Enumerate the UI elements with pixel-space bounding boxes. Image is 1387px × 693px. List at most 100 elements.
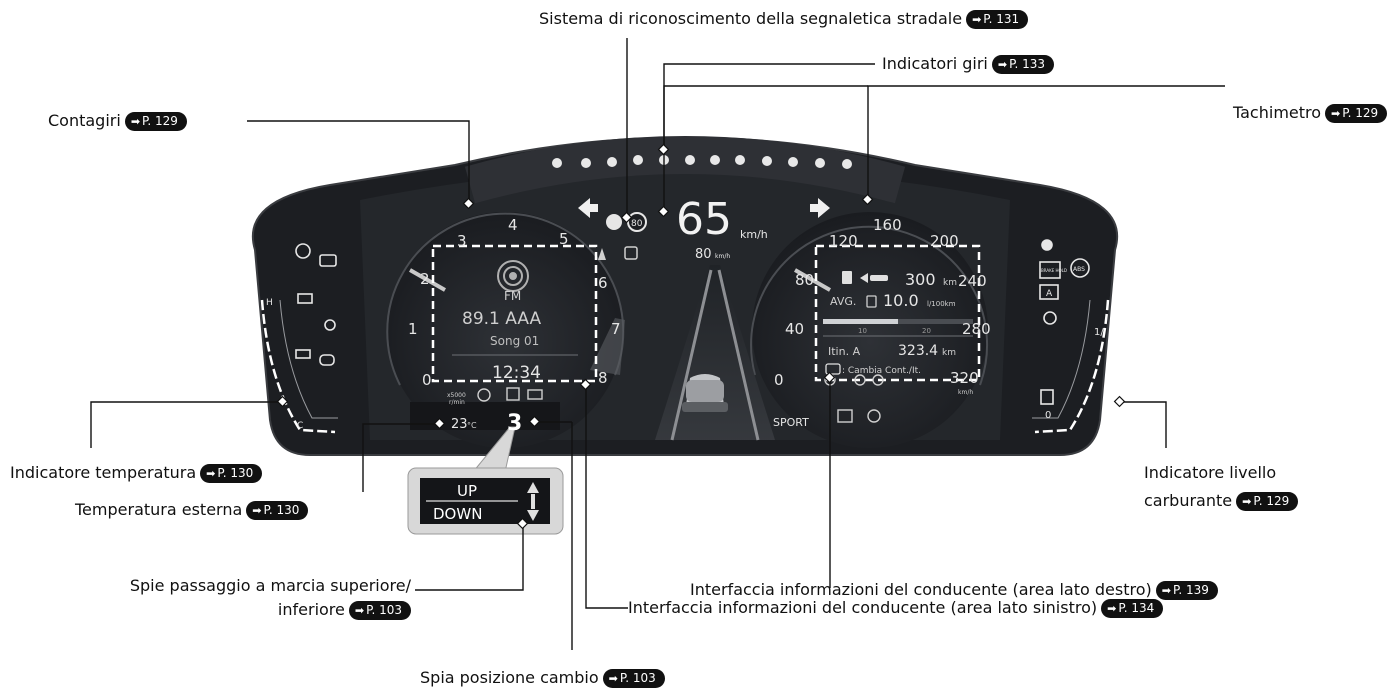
arrow-right-icon: ➡ [972,13,982,26]
car-icon [682,374,728,412]
callout-label: Tachimetro [1233,103,1322,122]
warning-icons-left [295,243,337,366]
speed-needle [794,268,831,292]
media-source: FM [504,289,521,303]
callout-label-line1: Spie passaggio a marcia superiore/ [129,576,411,595]
page-ref: P. 129 [1342,106,1379,120]
shift-indicator-callout-box [407,426,564,535]
road-display [655,265,775,441]
switch-hint: : Cambia Cont./It. [842,366,921,376]
arrow-right-icon: ➡ [1161,584,1171,597]
callout-label: Indicatori giri [882,54,988,73]
temp-low-label: C [297,421,303,431]
speedo-tick-label: 160 [873,216,902,234]
lower-status-strip [410,402,560,430]
brake-hold-label: BRAKE HOLD [1041,268,1067,273]
callout-fuel-gauge: Indicatore livello carburante➡P. 129 [1144,463,1299,511]
page-ref-badge[interactable]: ➡P. 129 [124,112,187,131]
clock: 12:34 [492,363,541,383]
callout-speedometer: Tachimetro➡P. 129 [1233,103,1387,123]
speedo-tick-label: 240 [958,272,987,290]
tach-unit-top: x5000 [447,392,466,399]
dii-switch-button-icon [825,363,841,375]
page-ref: P. 131 [983,12,1020,26]
arrow-right-icon: ➡ [252,504,262,517]
range-unit: km [943,278,957,288]
tach-tick-label: 3 [457,232,467,250]
acc-set-speed: 80 [695,247,712,262]
arrow-right-icon: ➡ [997,58,1008,71]
page-ref-badge[interactable]: ➡P. 129 [1236,492,1299,511]
page-ref-badge[interactable]: ➡P. 129 [1325,104,1387,123]
shift-up-arrow-icon [527,482,539,493]
avg-value: 10.0 [883,291,919,310]
page-ref: P. 129 [142,114,178,128]
fuel-economy-bar-fill [823,319,898,324]
callout-outside-temp: Temperatura esterna➡P. 130 [75,500,309,520]
tach-unit-bottom: r/min [449,399,465,406]
speedo-tick-label: 40 [785,320,804,338]
speedo-tick-label: 80 [795,271,814,289]
arrow-right-icon: ➡ [1242,495,1252,508]
shift-up-label: UP [457,482,477,500]
callout-temp-gauge: Indicatore temperatura➡P. 130 [10,463,263,483]
callout-label-line1: Indicatore livello [1144,463,1277,482]
callout-label-line2: carburante [1144,491,1233,510]
tachometer-gauge [386,212,625,448]
temp-high-label: H [266,298,273,308]
outside-temp-value: 23 [451,417,468,432]
page-ref-badge[interactable]: ➡P. 103 [348,601,411,620]
page-ref-badge[interactable]: ➡P. 133 [991,55,1054,74]
avg-label: AVG. [830,295,856,308]
page-ref: P. 133 [1009,57,1045,71]
speedo-tick-label: 200 [930,232,959,250]
arrow-right-icon: ➡ [130,115,141,128]
page-ref-badge[interactable]: ➡P. 130 [200,464,263,483]
callout-turn-signals: Indicatori giri➡P. 133 [882,54,1054,74]
arrow-right-icon: ➡ [354,604,365,617]
callout-label: Interfaccia informazioni del conducente … [690,580,1152,599]
page-ref: P. 103 [366,603,402,617]
callout-shift-lights: Spie passaggio a marcia superiore/ infer… [45,576,411,620]
tach-tick-label: 2 [420,270,430,288]
dii-right-area-box [814,244,981,382]
fuel-pump-icon [866,295,877,308]
page-ref-badge[interactable]: ➡P. 134 [1101,599,1164,618]
left-turn-arrow-icon [578,198,598,218]
tach-tick-label: 1 [408,320,418,338]
tach-tick-label: 0 [422,371,432,389]
speed-value: 65 [676,194,732,245]
speed-unit: km/h [740,228,768,241]
page-ref: P. 130 [217,466,254,480]
speedometer-gauge [750,212,988,448]
drive-mode: SPORT [773,416,809,429]
fuel-empty-label: 0 [1045,410,1051,421]
page-ref-badge[interactable]: ➡P. 103 [602,669,665,688]
avg-unit: l/100km [927,300,956,308]
callout-tachometer: Contagiri➡P. 129 [48,111,187,131]
acc-set-speed-unit: km/h [715,253,730,260]
bar-tick-label: 20 [922,327,931,335]
callout-label: Contagiri [48,111,121,130]
auto-hold-label: A [1046,289,1053,299]
page-ref-badge[interactable]: ➡P. 139 [1155,581,1218,600]
page-ref-badge[interactable]: ➡P. 131 [966,10,1029,29]
leader-end-markers [276,143,1126,530]
speedo-tick-label: 120 [829,232,858,250]
page-ref: P. 130 [263,503,300,517]
leader-lines [90,38,1225,650]
right-turn-arrow-icon [810,198,830,218]
speedo-unit-small: km/h [958,389,973,396]
lane-assist-icons [598,246,638,260]
right-side-panel [1032,239,1110,434]
left-side-panel [260,243,338,434]
callout-gear-position: Spia posizione cambio➡P. 103 [420,668,665,688]
sign-speed-limit: 80 [631,219,643,229]
traffic-sign-icon [606,212,647,232]
page-ref-badge[interactable]: ➡P. 130 [246,501,309,520]
page-ref: P. 129 [1253,494,1290,508]
trip-unit: km [942,348,956,358]
tach-tick-label: 4 [508,216,518,234]
outside-temp-unit: °C [467,421,477,430]
